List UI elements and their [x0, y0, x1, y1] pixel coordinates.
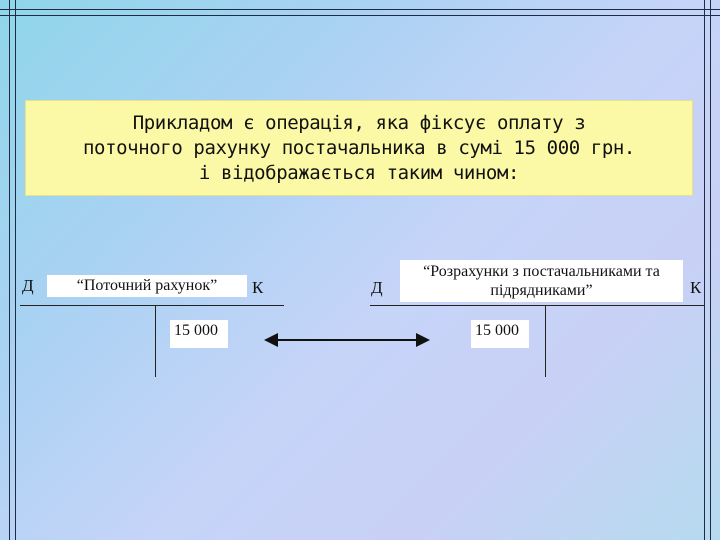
- debit-label: Д: [371, 278, 383, 297]
- frame-line: [0, 9, 720, 10]
- frame-line: [0, 15, 720, 16]
- frame-line: [710, 0, 711, 540]
- frame-line: [9, 0, 10, 540]
- intro-text: Прикладом є операція, яка фіксує оплату …: [83, 111, 635, 184]
- debit-label: Д: [22, 276, 34, 295]
- account-name: “Розрахунки з постачальниками та підрядн…: [400, 260, 683, 302]
- t-account-top-line: [370, 305, 705, 306]
- intro-box: Прикладом є операція, яка фіксує оплату …: [25, 100, 693, 196]
- t-account-divider: [155, 305, 156, 377]
- frame-line: [704, 0, 705, 540]
- frame-line: [15, 0, 16, 540]
- debit-amount: 15 000: [471, 320, 529, 348]
- account-name: “Поточний рахунок”: [47, 275, 247, 297]
- t-account-top-line: [20, 305, 284, 306]
- credit-label: К: [252, 278, 264, 297]
- credit-label: К: [690, 278, 702, 297]
- credit-amount: 15 000: [170, 320, 228, 348]
- t-account-divider: [545, 305, 546, 377]
- double-arrow-icon: [264, 333, 430, 347]
